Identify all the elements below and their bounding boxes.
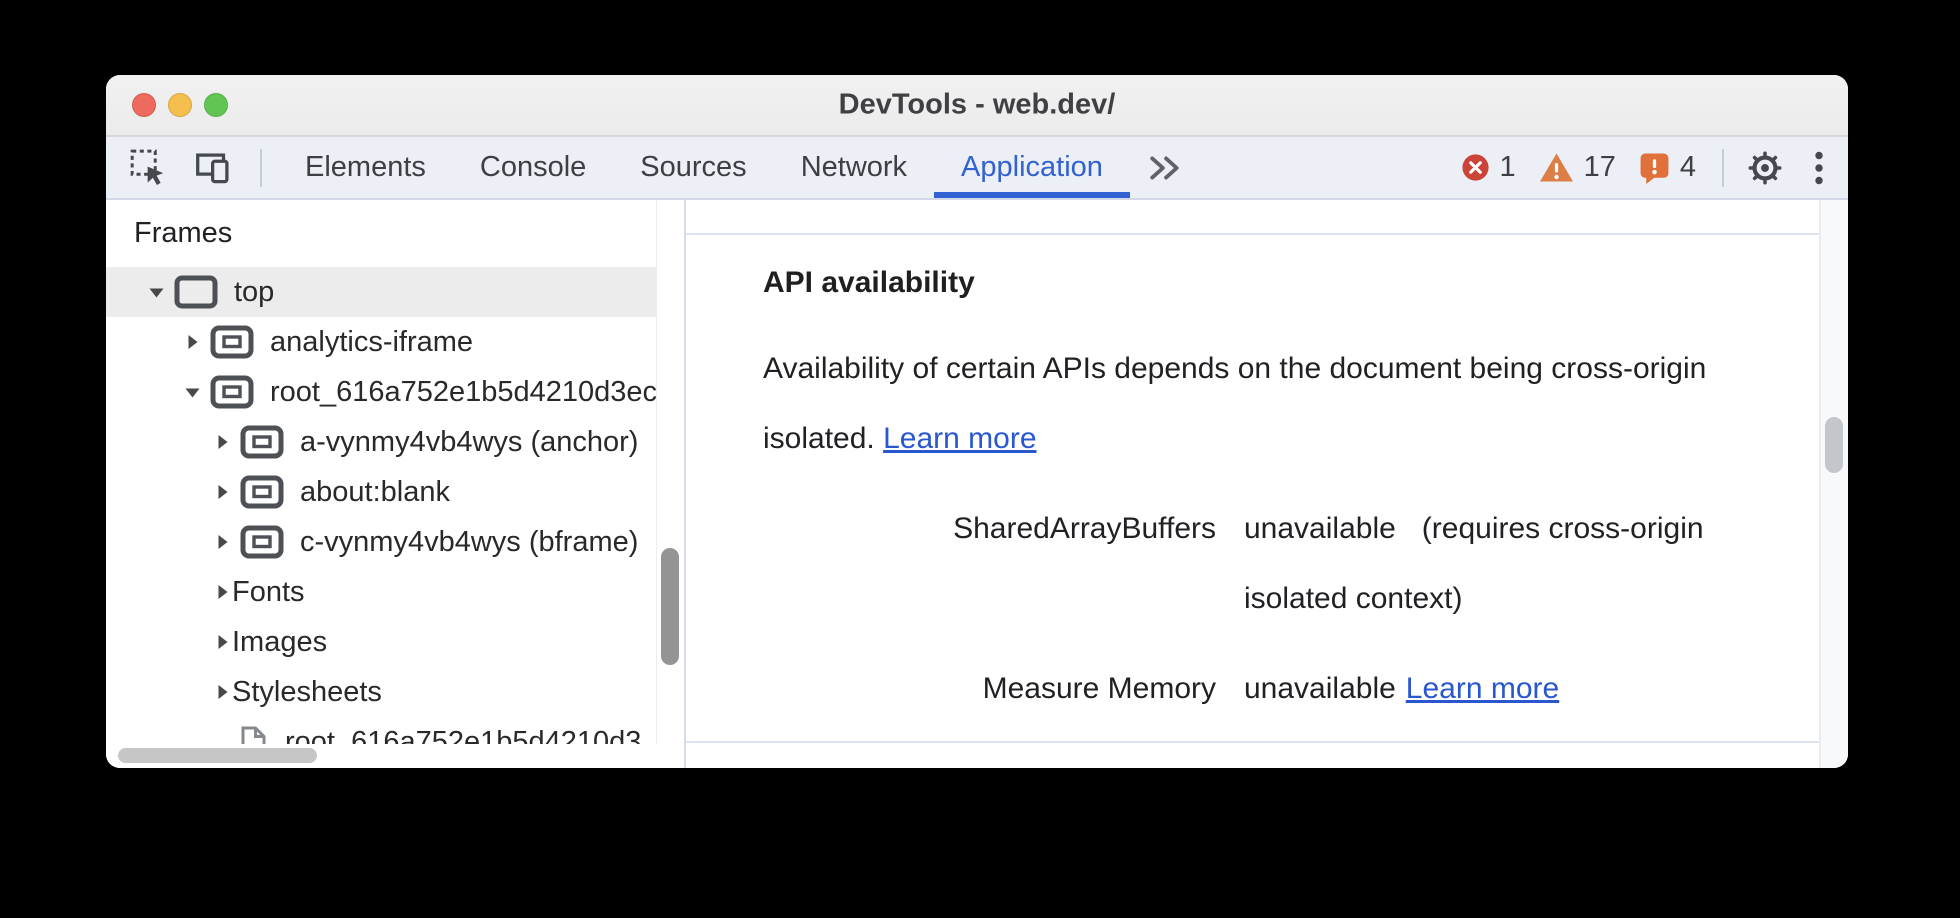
tree-item-root-616a752e1b5d4210d3ec[interactable]: root_616a752e1b5d4210d3ec <box>106 367 656 417</box>
error-icon <box>1462 154 1490 181</box>
more-tabs-button[interactable] <box>1148 154 1182 182</box>
sidebar-horizontal-scroll-track <box>106 744 682 768</box>
window-titlebar[interactable]: DevTools - web.dev/ <box>106 75 1848 137</box>
more-options-button[interactable] <box>1814 150 1824 186</box>
tree-item-about-blank[interactable]: about:blank <box>106 467 656 517</box>
availability-description-line1: Availability of certain APIs depends on … <box>763 352 1707 385</box>
tree-expand-arrow[interactable] <box>148 284 174 300</box>
error-count: 1 <box>1499 151 1516 183</box>
warning-badge[interactable]: 17 <box>1539 151 1616 184</box>
zoom-button[interactable] <box>204 93 228 117</box>
api-row-label: Measure Memory <box>982 672 1216 705</box>
toolbar-status-cluster: 1 17 4 <box>1462 137 1824 198</box>
availability-description-line2: isolated. Learn more <box>763 422 1037 455</box>
frames-section-header[interactable]: Frames <box>134 217 233 249</box>
sidebar-scroll-gutter <box>656 200 657 744</box>
api-row-label: SharedArrayBuffers <box>953 512 1216 545</box>
tree-expand-arrow[interactable] <box>214 434 240 450</box>
tree-item-root-616a752e1b5d4210d3[interactable]: root_616a752e1b5d4210d3 <box>106 717 656 744</box>
window-title: DevTools - web.dev/ <box>838 88 1116 121</box>
toolbar-separator <box>260 148 262 187</box>
tab-elements[interactable]: Elements <box>278 137 453 198</box>
tab-application[interactable]: Application <box>934 137 1130 198</box>
tree-item-stylesheets[interactable]: Stylesheets <box>106 667 656 717</box>
sidebar-horizontal-scrollbar[interactable] <box>118 748 317 763</box>
warning-icon <box>1539 153 1573 182</box>
tree-item-analytics-iframe[interactable]: analytics-iframe <box>106 317 656 367</box>
device-toolbar-icon <box>196 152 229 183</box>
frame-details-report: API availability Availability of certain… <box>686 200 1848 768</box>
warning-count: 17 <box>1583 151 1616 183</box>
issues-icon <box>1640 153 1669 184</box>
tab-sources[interactable]: Sources <box>613 137 773 198</box>
tree-item-fonts[interactable]: Fonts <box>106 567 656 617</box>
tree-expand-arrow[interactable] <box>184 334 210 350</box>
tree-item-label: Stylesheets <box>232 675 382 708</box>
iframe-icon <box>240 425 284 459</box>
tree-item-c-vynmy4vb4wys-bframe[interactable]: c-vynmy4vb4wys (bframe) <box>106 517 656 567</box>
learn-more-link[interactable]: Learn more <box>1405 672 1560 705</box>
learn-more-link[interactable]: Learn more <box>883 422 1037 455</box>
tree-item-label: about:blank <box>300 475 450 508</box>
tree-item-label: analytics-iframe <box>270 325 474 358</box>
close-button[interactable] <box>132 93 156 117</box>
tree-expand-arrow[interactable] <box>184 384 210 400</box>
iframe-icon <box>240 475 284 509</box>
report-scroll-gutter <box>1819 200 1848 768</box>
tree-item-label: Images <box>232 625 328 658</box>
toolbar-separator <box>1722 148 1724 187</box>
application-sidebar: Frames top analytics-iframe root_616a752e1… <box>106 200 686 768</box>
tab-console[interactable]: Console <box>453 137 613 198</box>
kebab-menu-icon <box>1815 151 1823 184</box>
minimize-button[interactable] <box>168 93 192 117</box>
error-badge[interactable]: 1 <box>1462 151 1516 184</box>
tree-item-label: a-vynmy4vb4wys (anchor) <box>300 425 639 458</box>
traffic-lights <box>132 75 228 135</box>
tree-expand-arrow[interactable] <box>214 684 232 700</box>
tree-item-top[interactable]: top <box>106 267 656 317</box>
issues-badge[interactable]: 4 <box>1639 151 1696 184</box>
report-vertical-scrollbar[interactable] <box>1825 417 1843 473</box>
iframe-icon <box>210 375 254 409</box>
iframe-icon <box>210 325 254 359</box>
api-row-value: unavailable(requires cross-origin <box>1244 512 1704 545</box>
sidebar-vertical-scrollbar[interactable] <box>661 548 679 665</box>
tree-item-label: c-vynmy4vb4wys (bframe) <box>300 525 639 558</box>
tree-item-label: root_616a752e1b5d4210d3 <box>285 725 642 745</box>
api-row-value-wrap: isolated context) <box>1244 582 1463 615</box>
iframe-icon <box>240 525 284 559</box>
frame-icon <box>174 275 218 309</box>
inspect-cursor-icon <box>130 149 164 185</box>
section-heading: API availability <box>763 266 975 299</box>
chevron-double-right-icon <box>1150 156 1179 179</box>
tree-item-label: root_616a752e1b5d4210d3ec <box>270 375 656 408</box>
section-divider <box>686 741 1819 743</box>
tree-expand-arrow[interactable] <box>214 534 240 550</box>
tree-item-label: Fonts <box>232 575 305 608</box>
tree-item-label: top <box>234 275 275 308</box>
tree-item-images[interactable]: Images <box>106 617 656 667</box>
gear-icon <box>1748 151 1782 184</box>
section-divider <box>686 233 1819 235</box>
document-icon <box>241 726 266 744</box>
issues-count: 4 <box>1679 151 1696 183</box>
tree-item-a-vynmy4vb4wys-anchor[interactable]: a-vynmy4vb4wys (anchor) <box>106 417 656 467</box>
tab-network[interactable]: Network <box>774 137 934 198</box>
inspect-element-button[interactable] <box>130 149 168 187</box>
device-toolbar-button[interactable] <box>194 149 234 187</box>
settings-button[interactable] <box>1746 149 1784 187</box>
tree-expand-arrow[interactable] <box>214 634 232 650</box>
tree-expand-arrow[interactable] <box>214 484 240 500</box>
frames-tree: Frames top analytics-iframe root_616a752e1… <box>106 200 656 744</box>
tree-expand-arrow[interactable] <box>214 584 232 600</box>
devtools-content: Frames top analytics-iframe root_616a752e1… <box>106 200 1848 768</box>
